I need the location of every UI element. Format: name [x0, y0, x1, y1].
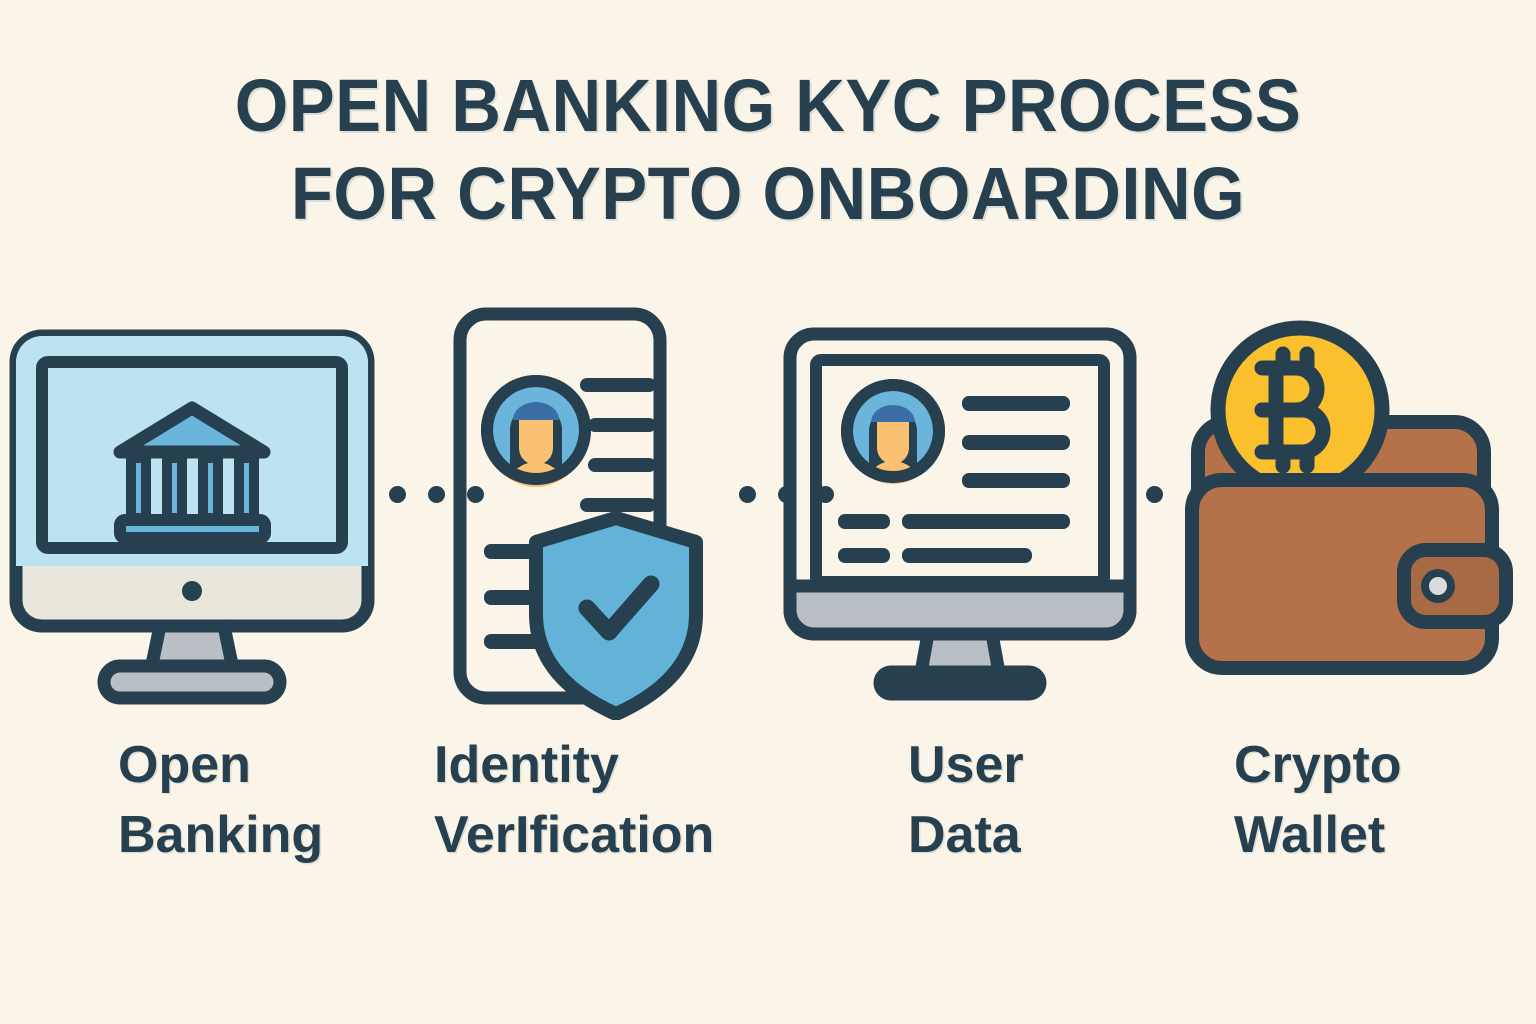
- title-line-2: FOR CRYPTO ONBOARDING: [290, 152, 1246, 235]
- connector-dot: [817, 485, 834, 503]
- bitcoin-coin-glyph: [1210, 320, 1390, 500]
- shield-check-glyph: [529, 511, 703, 720]
- connector-dot: [778, 485, 795, 503]
- avatar-glyph: [841, 379, 945, 484]
- connector-dot: [467, 485, 484, 503]
- connector-dots-1: [389, 484, 484, 504]
- connector-dot: [1146, 485, 1163, 503]
- connector-dot: [389, 485, 406, 503]
- step-label-line-2: Data: [908, 806, 1021, 864]
- step-label-open-banking: Open Banking: [0, 730, 384, 870]
- step-label-line-2: Banking: [118, 806, 324, 864]
- step-user-data[interactable]: User Data: [768, 300, 1152, 920]
- desktop-monitor-user-profile-icon: [768, 300, 1152, 720]
- connector-dot: [428, 485, 445, 503]
- step-label-identity-verification: Identity VerIfication: [384, 730, 768, 870]
- step-label-line-1: Crypto: [1234, 736, 1402, 794]
- id-document-shield-check-icon: [384, 300, 768, 720]
- step-label-line-2: Wallet: [1234, 806, 1386, 864]
- page-title: OPEN BANKING KYC PROCESS FOR CRYPTO ONBO…: [0, 62, 1536, 238]
- connector-dots-2: [739, 484, 834, 504]
- step-label-line-1: Open: [118, 736, 251, 794]
- step-identity-verification[interactable]: Identity VerIfication: [384, 300, 768, 920]
- step-label-crypto-wallet: Crypto Wallet: [1152, 730, 1536, 870]
- desktop-monitor-bank-icon: [0, 300, 384, 720]
- wallet-bitcoin-coin-icon: [1152, 300, 1536, 720]
- step-crypto-wallet[interactable]: Crypto Wallet: [1152, 300, 1536, 920]
- step-label-line-1: User: [908, 736, 1024, 794]
- step-label-line-2: VerIfication: [434, 806, 715, 864]
- step-open-banking[interactable]: Open Banking: [0, 300, 384, 920]
- title-line-1: OPEN BANKING KYC PROCESS: [234, 64, 1302, 147]
- step-label-line-1: Identity: [434, 736, 619, 794]
- step-label-user-data: User Data: [768, 730, 1152, 870]
- connector-dot: [739, 485, 756, 503]
- avatar-glyph: [481, 375, 591, 487]
- connector-dots-3: [1146, 484, 1163, 504]
- process-steps-row: Open Banking: [0, 300, 1536, 920]
